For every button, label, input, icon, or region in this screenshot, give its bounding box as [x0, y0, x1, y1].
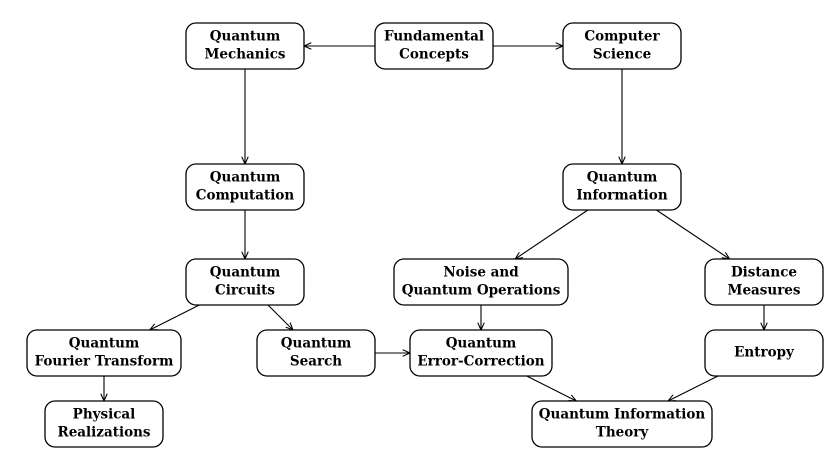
- nodes: FundamentalConceptsQuantumMechanicsCompu…: [26, 22, 824, 448]
- node-label-line: Quantum: [587, 170, 657, 186]
- node-box: [374, 22, 494, 70]
- node-label-line: Entropy: [734, 345, 795, 361]
- node-label-line: Error-Correction: [417, 354, 544, 370]
- node-label-line: Quantum Operations: [402, 283, 561, 299]
- node-label-line: Information: [576, 188, 667, 204]
- arrow-quantum-information-to-distance-measures: [656, 209, 729, 259]
- arrow-quantum-information-to-noise-and-quantum-operations: [515, 209, 589, 259]
- node-label-line: Fundamental: [384, 29, 484, 45]
- node-label-line: Quantum: [69, 336, 139, 352]
- node-box: [185, 163, 305, 211]
- node-box: [562, 22, 682, 70]
- node-label-line: Search: [290, 354, 342, 370]
- edges: [104, 46, 764, 401]
- node-label-line: Concepts: [399, 47, 469, 63]
- node-label-line: Quantum: [210, 29, 280, 45]
- node-label-line: Quantum: [210, 170, 280, 186]
- node-label-line: Measures: [728, 283, 801, 299]
- node-label-line: Noise and: [443, 265, 519, 281]
- node-label-line: Quantum: [446, 336, 516, 352]
- node-box: [393, 258, 569, 306]
- arrow-entropy-to-quantum-information-theory: [668, 375, 719, 401]
- node-box: [44, 400, 164, 448]
- node-box: [185, 258, 305, 306]
- node-box: [704, 258, 824, 306]
- node-box: [26, 329, 182, 377]
- node-label-line: Mechanics: [204, 47, 285, 63]
- node-label-line: Quantum: [210, 265, 280, 281]
- node-box: [185, 22, 305, 70]
- node-box: [704, 329, 824, 377]
- arrow-quantum-error-correction-to-quantum-information-theory: [526, 375, 577, 401]
- arrow-quantum-circuits-to-quantum-search: [267, 304, 293, 330]
- node-label-line: Physical: [73, 407, 136, 423]
- node-box: [256, 329, 376, 377]
- node-box: [531, 400, 713, 448]
- node-label-line: Fourier Transform: [35, 354, 174, 370]
- node-box: [562, 163, 682, 211]
- node-label-line: Computer: [584, 29, 660, 45]
- node-label-line: Quantum: [281, 336, 351, 352]
- node-label-line: Science: [593, 47, 651, 63]
- node-label-line: Computation: [196, 188, 295, 204]
- node-label-line: Theory: [596, 425, 650, 441]
- node-entropy: Entropy: [704, 329, 824, 377]
- node-box: [409, 329, 553, 377]
- arrow-quantum-circuits-to-quantum-fourier-transform: [150, 304, 200, 330]
- node-label-line: Quantum Information: [539, 407, 706, 423]
- node-label-line: Distance: [731, 265, 797, 281]
- node-label-line: Realizations: [57, 425, 150, 441]
- node-label-line: Circuits: [215, 283, 275, 299]
